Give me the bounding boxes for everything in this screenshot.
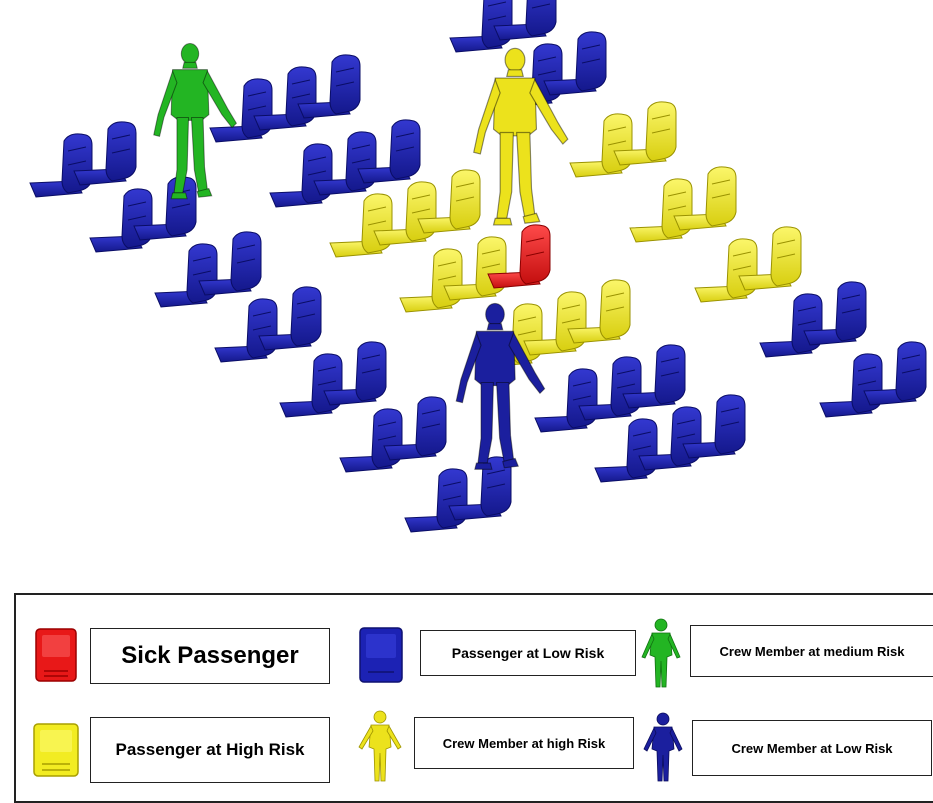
seat-low-39 [622,344,686,409]
seat-sick-25 [487,224,551,289]
seat-high-27 [673,166,737,231]
seat-high-32 [567,279,631,344]
seat-low-46 [682,394,746,459]
seat-low-6 [297,54,361,119]
legend-label-crew-high: Crew Member at high Risk [414,717,634,769]
seat-low-40 [759,293,823,358]
seat-low-3 [493,0,557,41]
seat-low-44 [594,418,658,483]
seat-low-22 [258,286,322,351]
seat-low-13 [357,119,421,184]
seat-low-10 [543,31,607,96]
crew-medium-figure-icon [641,618,681,688]
seat-low-29 [323,341,387,406]
high-risk-seat-icon [33,723,79,777]
seat-low-21 [214,298,278,363]
seat-low-28 [279,353,343,418]
seat-low-11 [269,143,333,208]
low-risk-seat-icon [359,627,403,683]
seat-low-14 [154,243,218,308]
crew-low-figure-icon [643,712,683,782]
seat-high-33 [694,238,758,303]
seat-high-19 [569,113,633,178]
seat-high-26 [629,178,693,243]
legend-label-crew-low: Crew Member at Low Risk [692,720,932,776]
crew-high-figure-icon [358,710,402,782]
crew-figure-medium [153,43,238,200]
crew-figure-low [455,302,546,470]
legend-label-sick-passenger: Sick Passenger [90,628,330,684]
legend: Sick Passenger Passenger at Low Risk Cre… [14,593,933,803]
seat-low-37 [534,368,598,433]
cabin-scene [29,0,927,533]
seat-high-16 [329,193,393,258]
legend-label-passenger-low: Passenger at Low Risk [420,630,636,676]
seat-low-0 [29,133,93,198]
seat-high-18 [417,169,481,234]
passenger-high-text: Passenger at High Risk [115,740,305,759]
seat-low-15 [198,231,262,296]
seat-high-34 [738,226,802,291]
sick-passenger-text: Sick Passenger [121,642,299,669]
seat-low-41 [803,281,867,346]
sick-seat-icon [35,628,77,682]
legend-label-crew-medium: Crew Member at medium Risk [690,625,933,677]
passenger-low-text: Passenger at Low Risk [451,645,605,661]
seat-high-20 [613,101,677,166]
seat-low-47 [819,353,883,418]
crew-figure-high [473,47,569,226]
seat-low-5 [253,66,317,131]
seat-low-48 [863,341,927,406]
seat-low-1 [73,121,137,186]
seat-low-7 [89,188,153,253]
seat-low-43 [448,456,512,521]
legend-label-passenger-high: Passenger at High Risk [90,717,330,783]
seat-high-23 [399,248,463,313]
seat-low-42 [404,468,468,533]
crew-high-text: Crew Member at high Risk [442,735,606,751]
seat-low-36 [383,396,447,461]
seat-low-35 [339,408,403,473]
crew-low-text: Crew Member at Low Risk [731,740,893,756]
crew-medium-text: Crew Member at medium Risk [719,643,905,659]
